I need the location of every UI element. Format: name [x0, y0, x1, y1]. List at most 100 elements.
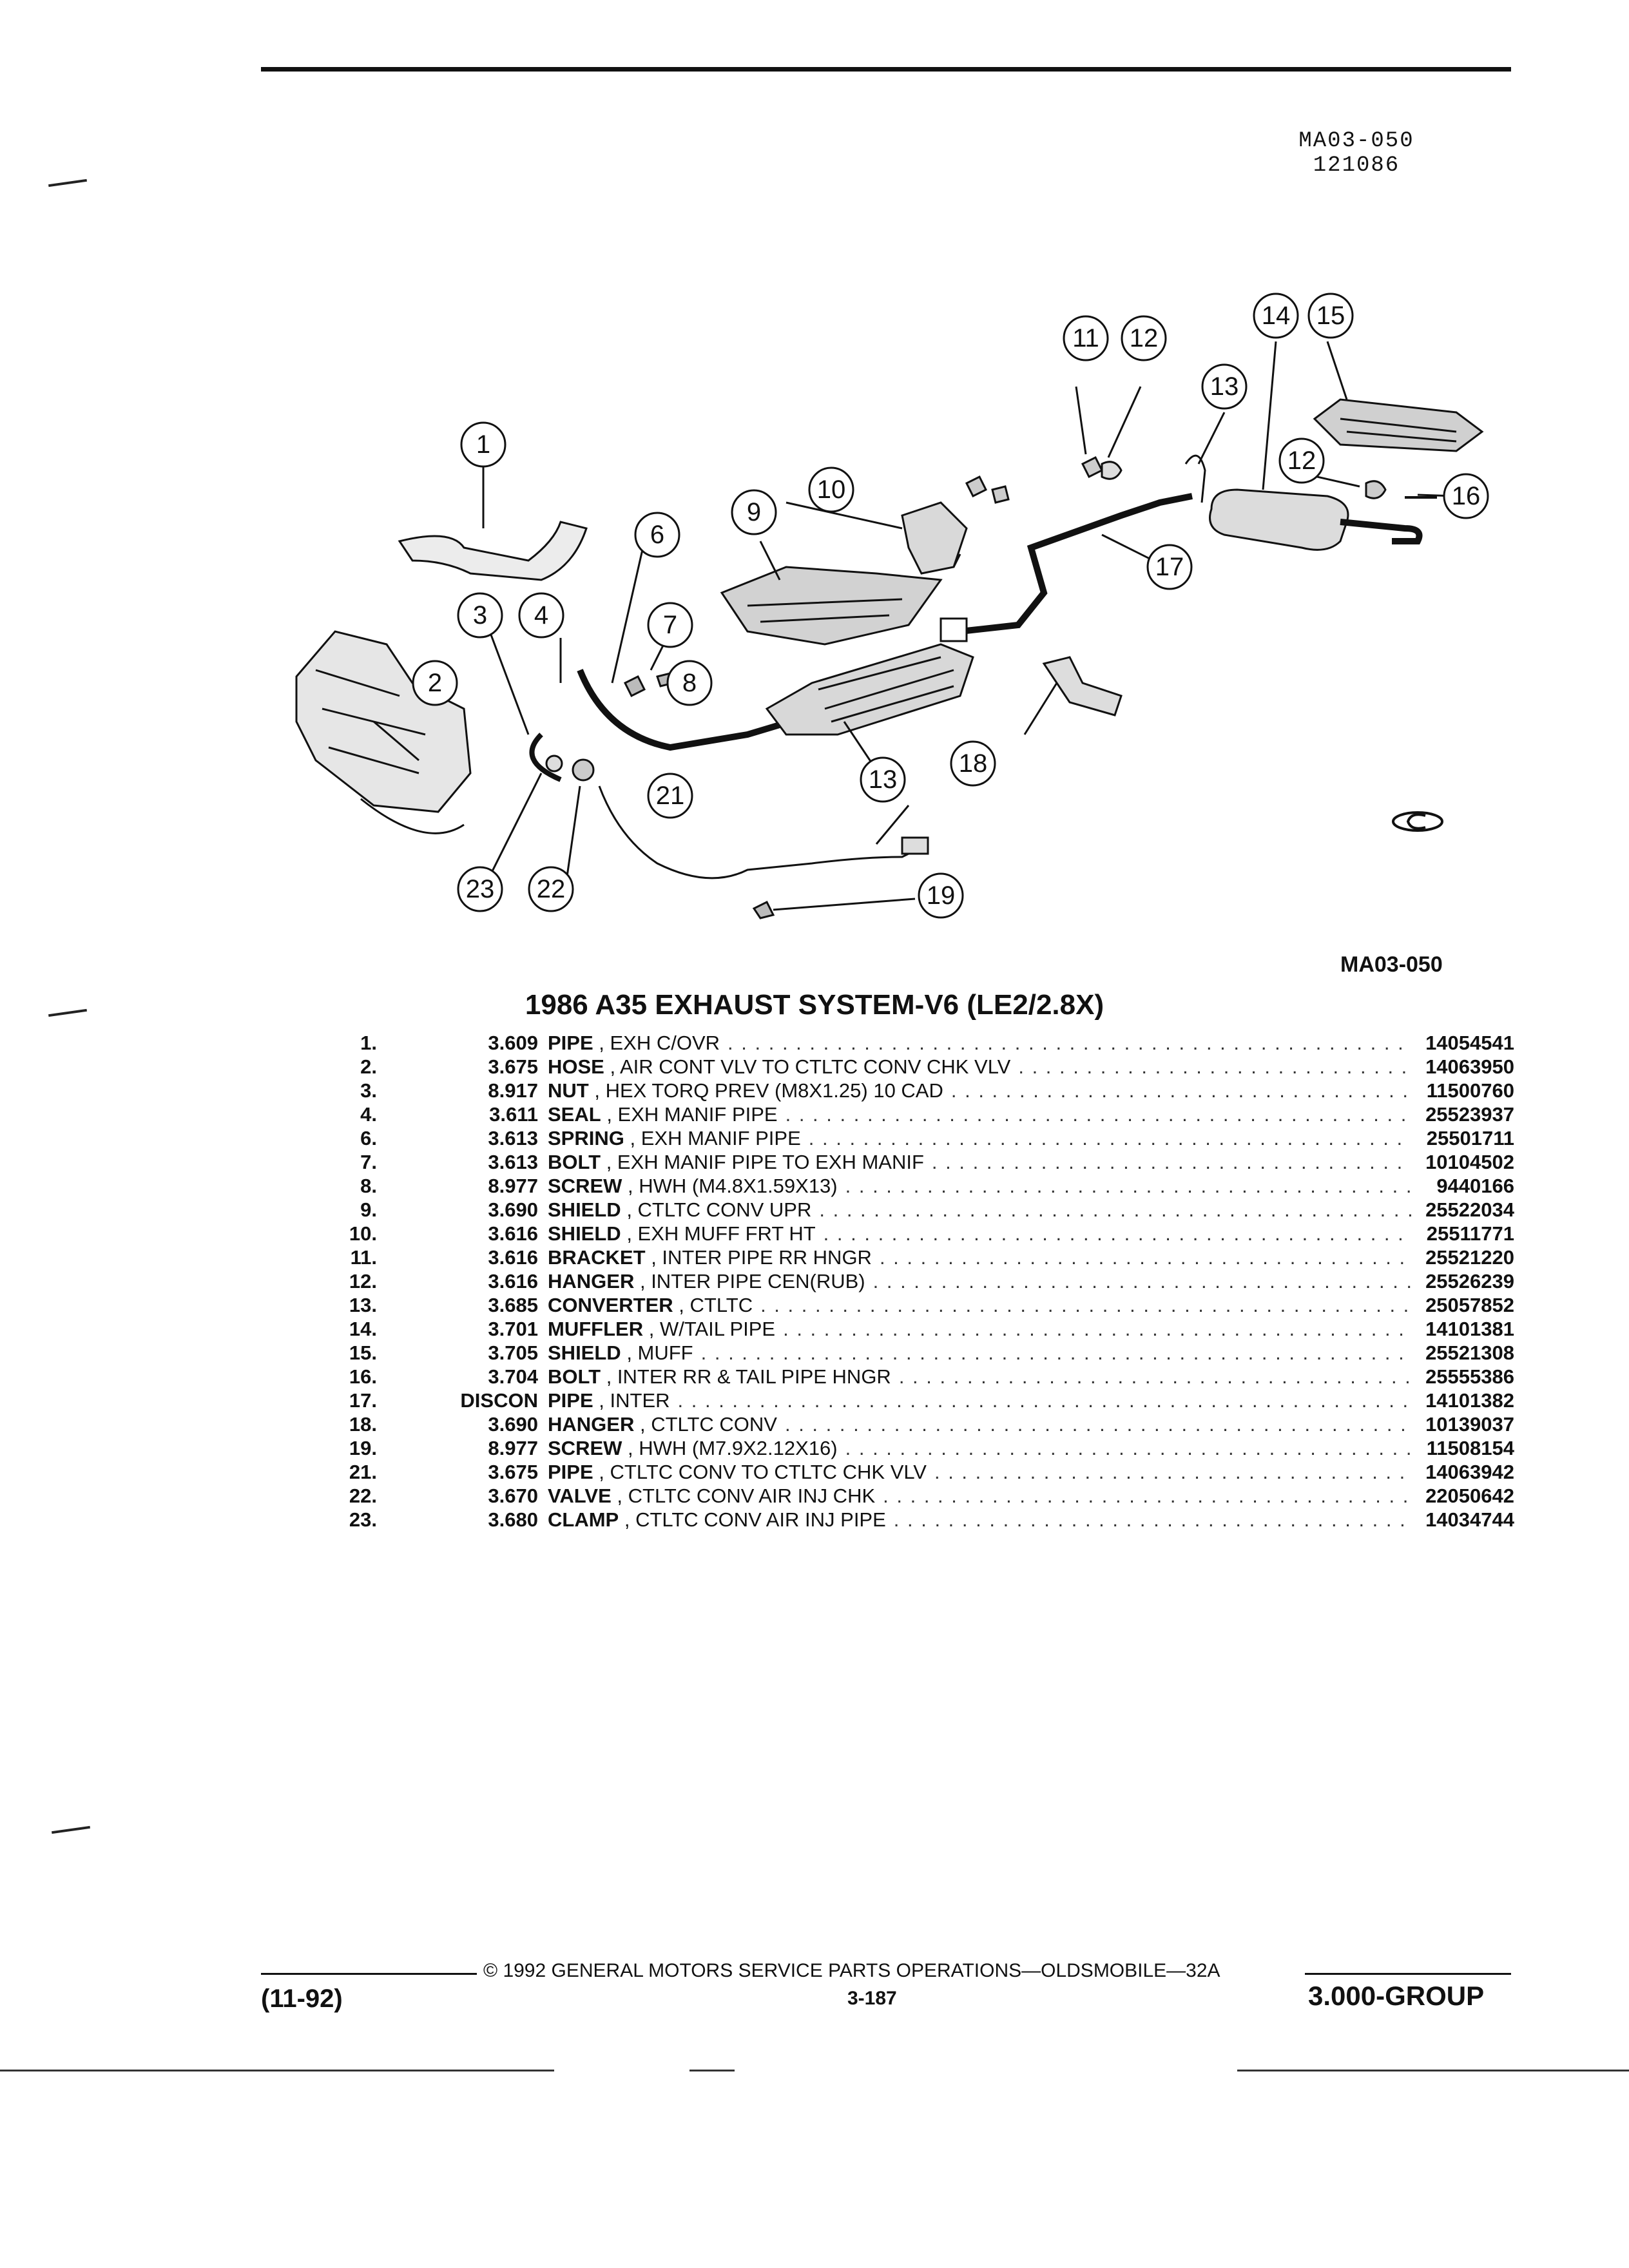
- part-detail: , CTLTC CONV TO CTLTC CHK VLV: [599, 1461, 927, 1483]
- margin-mark: [48, 178, 87, 187]
- part-description: HANGER , INTER PIPE CEN(RUB). . . . . . …: [548, 1269, 1411, 1293]
- ref-number: 21.: [349, 1461, 377, 1483]
- part-name: PIPE: [548, 1032, 593, 1054]
- callout-3: 3: [457, 592, 503, 639]
- svg-text:22: 22: [537, 875, 566, 903]
- svg-text:13: 13: [1210, 372, 1239, 401]
- svg-text:16: 16: [1452, 482, 1481, 510]
- svg-text:1: 1: [476, 430, 490, 459]
- gm-logo-icon: [1392, 811, 1443, 832]
- leader-dots: . . . . . . . . . . . . . . . . . . . . …: [845, 1175, 1411, 1197]
- page-number: 3-187: [847, 1988, 897, 2009]
- leader-dots: . . . . . . . . . . . . . . . . . . . . …: [784, 1413, 1411, 1436]
- svg-text:14: 14: [1262, 302, 1291, 330]
- muffler: [1209, 488, 1349, 551]
- callout-1: 1: [460, 421, 506, 468]
- catalytic-converter: [765, 643, 974, 736]
- scan-line: [1237, 2070, 1629, 2071]
- part-detail: , MUFF: [626, 1341, 693, 1364]
- leader-dots: . . . . . . . . . . . . . . . . . . . . …: [883, 1485, 1411, 1507]
- part-name: BRACKET: [548, 1246, 646, 1269]
- part-number: 25057852: [1425, 1294, 1514, 1316]
- ref-number: 4.: [360, 1103, 377, 1126]
- part-description: NUT , HEX TORQ PREV (M8X1.25) 10 CAD. . …: [548, 1079, 1411, 1102]
- svg-text:10: 10: [817, 476, 846, 504]
- part-name: PIPE: [548, 1461, 593, 1483]
- revision-date: (11-92): [261, 1984, 343, 2013]
- engine-block: [295, 630, 472, 813]
- part-number: 10139037: [1425, 1413, 1514, 1436]
- group-code: 3.670: [488, 1485, 538, 1507]
- muffler-front-shield: [901, 501, 968, 575]
- part-detail: , CTLTC: [679, 1294, 753, 1316]
- part-detail: , INTER PIPE RR HNGR: [651, 1246, 872, 1269]
- group-code: 3.609: [488, 1032, 538, 1054]
- exhaust-system-diagram: 1 2 3 4 6 7 8 9 10 11 12 13 14 15 12 16 …: [295, 293, 1489, 919]
- footer-rule-right: [1305, 1973, 1511, 1975]
- group-code: 8.977: [488, 1175, 538, 1197]
- leader-dots: . . . . . . . . . . . . . . . . . . . . …: [808, 1127, 1411, 1149]
- hanger-12: [1101, 461, 1123, 480]
- callout-17: 17: [1146, 544, 1193, 590]
- hanger-11: [1081, 456, 1104, 479]
- hanger-18: [1042, 656, 1123, 716]
- part-detail: , EXH MANIF PIPE: [630, 1127, 801, 1149]
- leader-dots: . . . . . . . . . . . . . . . . . . . . …: [845, 1437, 1411, 1459]
- part-number: 25523937: [1425, 1103, 1514, 1126]
- callout-12-upper: 12: [1121, 315, 1167, 361]
- svg-text:18: 18: [959, 749, 988, 778]
- part-number: 10104502: [1425, 1151, 1514, 1173]
- part-detail: , EXH MANIF PIPE: [606, 1103, 778, 1126]
- part-number: 22050642: [1425, 1485, 1514, 1507]
- part-number: 25521308: [1425, 1341, 1514, 1364]
- part-name: CONVERTER: [548, 1294, 673, 1316]
- svg-text:23: 23: [466, 875, 495, 903]
- part-description: PIPE , EXH C/OVR. . . . . . . . . . . . …: [548, 1031, 1411, 1055]
- part-number: 14063942: [1425, 1461, 1514, 1483]
- leader-dots: . . . . . . . . . . . . . . . . . . . . …: [700, 1341, 1411, 1364]
- ref-number: 19.: [349, 1437, 377, 1459]
- ref-number: 23.: [349, 1508, 377, 1531]
- callout-11: 11: [1063, 315, 1109, 361]
- part-detail: , HEX TORQ PREV (M8X1.25) 10 CAD: [594, 1079, 943, 1102]
- part-name: SHIELD: [548, 1222, 621, 1245]
- part-detail: , AIR CONT VLV TO CTLTC CONV CHK VLV: [610, 1055, 1011, 1078]
- part-number: 14101381: [1425, 1318, 1514, 1340]
- group-code: 3.675: [488, 1055, 538, 1078]
- scan-line: [0, 2070, 554, 2071]
- leader-dots: . . . . . . . . . . . . . . . . . . . . …: [879, 1246, 1411, 1269]
- leader-dots: . . . . . . . . . . . . . . . . . . . . …: [950, 1079, 1411, 1102]
- part-name: MUFFLER: [548, 1318, 644, 1340]
- svg-text:9: 9: [747, 498, 761, 526]
- svg-text:19: 19: [927, 881, 956, 910]
- header-date-code: 121086: [1313, 153, 1400, 178]
- leader-dots: . . . . . . . . . . . . . . . . . . . . …: [785, 1103, 1411, 1126]
- callout-4: 4: [518, 592, 564, 639]
- part-number: 25522034: [1425, 1198, 1514, 1221]
- part-description: SCREW , HWH (M7.9X2.12X16). . . . . . . …: [548, 1436, 1411, 1460]
- ref-number: 10.: [349, 1222, 377, 1245]
- part-name: HANGER: [548, 1413, 635, 1436]
- svg-text:15: 15: [1316, 302, 1345, 330]
- callout-8: 8: [666, 660, 713, 706]
- callout-7: 7: [647, 602, 693, 648]
- callout-13-upper: 13: [1201, 363, 1248, 410]
- callout-10: 10: [808, 466, 854, 513]
- ref-number: 18.: [349, 1413, 377, 1436]
- group-code: 8.977: [488, 1437, 538, 1459]
- part-number: 9440166: [1436, 1175, 1514, 1197]
- part-description: BRACKET , INTER PIPE RR HNGR . . . . . . …: [548, 1245, 1411, 1269]
- callout-14: 14: [1253, 293, 1299, 339]
- leader-dots: . . . . . . . . . . . . . . . . . . . . …: [783, 1318, 1411, 1340]
- margin-mark: [52, 1825, 90, 1834]
